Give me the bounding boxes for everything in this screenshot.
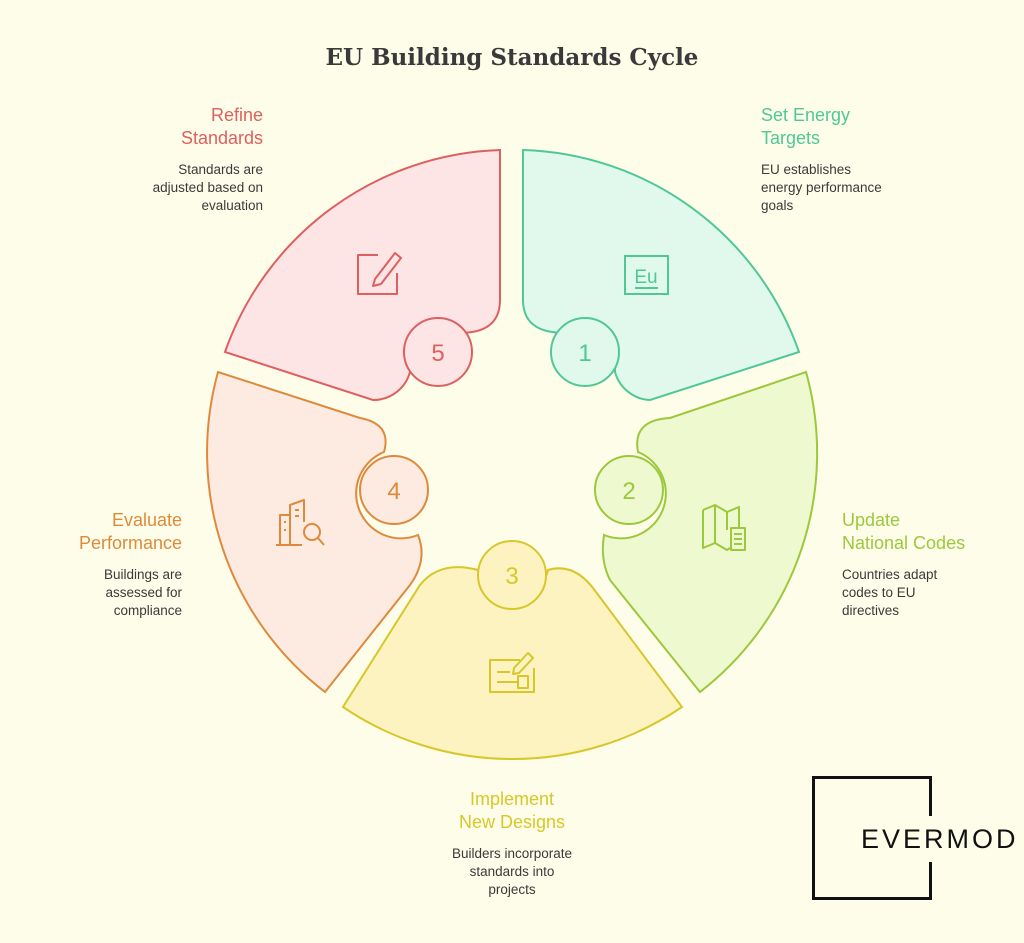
eu-document-icon: Eu — [624, 255, 669, 295]
map-document-icon — [702, 504, 746, 551]
step-1-label: Set Energy Targets — [761, 105, 851, 148]
badge-2-number: 2 — [622, 478, 635, 505]
badge-4: 4 — [359, 455, 429, 525]
badge-5: 5 — [403, 317, 473, 387]
svg-text:Eu: Eu — [634, 267, 657, 288]
badge-3-number: 3 — [505, 563, 518, 590]
badge-4-number: 4 — [387, 478, 400, 505]
step-2-label: Update National Codes — [842, 510, 966, 553]
step-5-description: Standards are adjusted based on evaluati… — [152, 162, 263, 213]
step-4-label: Evaluate Performance — [78, 510, 182, 553]
blueprint-pencil-icon — [489, 652, 535, 693]
segment-4 — [206, 370, 423, 694]
step-5-label: Refine Standards — [180, 105, 263, 148]
step-3-label: Implement New Designs — [458, 789, 566, 832]
building-magnifier-icon — [276, 499, 325, 546]
step-1-description: EU establishes energy performance goals — [761, 162, 882, 213]
step-2-description: Countries adapt codes to EU directives — [842, 567, 938, 618]
badge-2: 2 — [594, 455, 664, 525]
logo-text: EVERMOD — [861, 824, 1019, 854]
badge-3: 3 — [477, 540, 547, 610]
edit-pencil-icon — [357, 252, 402, 295]
segment-2 — [601, 370, 819, 694]
step-4-description: Buildings are assessed for compliance — [103, 567, 182, 618]
segment-5 — [223, 148, 501, 402]
badge-1: 1 — [550, 317, 620, 387]
badge-1-number: 1 — [578, 340, 591, 367]
step-3-description: Builders incorporate standards into proj… — [451, 846, 573, 897]
diagram-title: EU Building Standards Cycle — [325, 44, 699, 71]
segment-3 — [341, 566, 684, 760]
badge-5-number: 5 — [431, 340, 444, 367]
